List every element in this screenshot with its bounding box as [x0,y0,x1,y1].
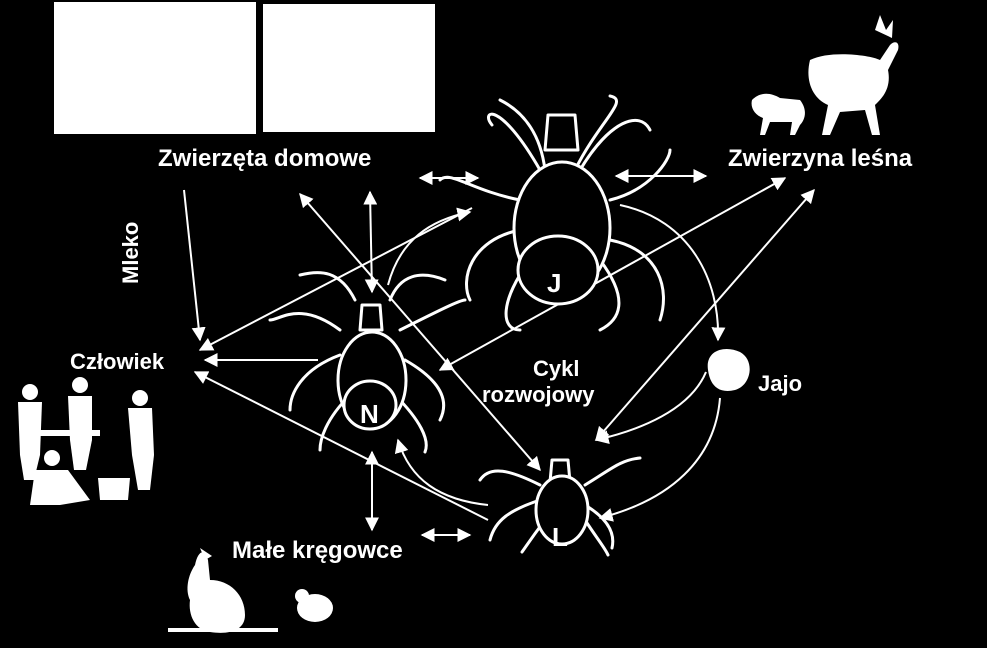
stage-label-nymph: N [360,399,379,429]
arrow-domestic-to-human [183,189,206,342]
label-milk: Mleko [118,221,143,284]
nymph-tick [268,271,467,454]
arrow-larva-wild [595,188,815,442]
image-panel-right [263,4,435,132]
label-domestic-animals: Zwierzęta domowe [158,145,372,172]
stage-label-adult: J [547,268,562,298]
egg-shape [707,349,750,391]
arrow-domestic-larva [299,192,541,472]
human-silhouettes [18,377,154,505]
adult-tick [438,94,672,332]
image-panel-left [54,2,256,134]
label-wild-game: Zwierzyna leśna [728,145,913,172]
cycle-arrow-adult-to-egg [619,204,726,342]
arrow-nymph-wild [438,177,787,371]
label-small-vertebrates: Małe kręgowce [232,537,403,564]
small-vertebrate-silhouettes [168,548,333,633]
stage-label-larva: L [552,522,568,552]
wild-animal-silhouettes [751,15,899,136]
cycle-arrow-larva-to-nymph [394,438,489,506]
label-egg: Jajo [758,371,803,396]
cycle-arrow-egg-to-larva-left [594,371,707,445]
label-cycle-line2: rozwojowy [482,382,595,407]
label-human: Człowiek [70,349,165,374]
larva-tick [478,456,642,557]
cycle-arrow-nymph-to-adult [387,207,472,286]
cycle-arrow-egg-to-larva-right [598,397,721,522]
label-cycle-line1: Cykl [533,356,580,381]
